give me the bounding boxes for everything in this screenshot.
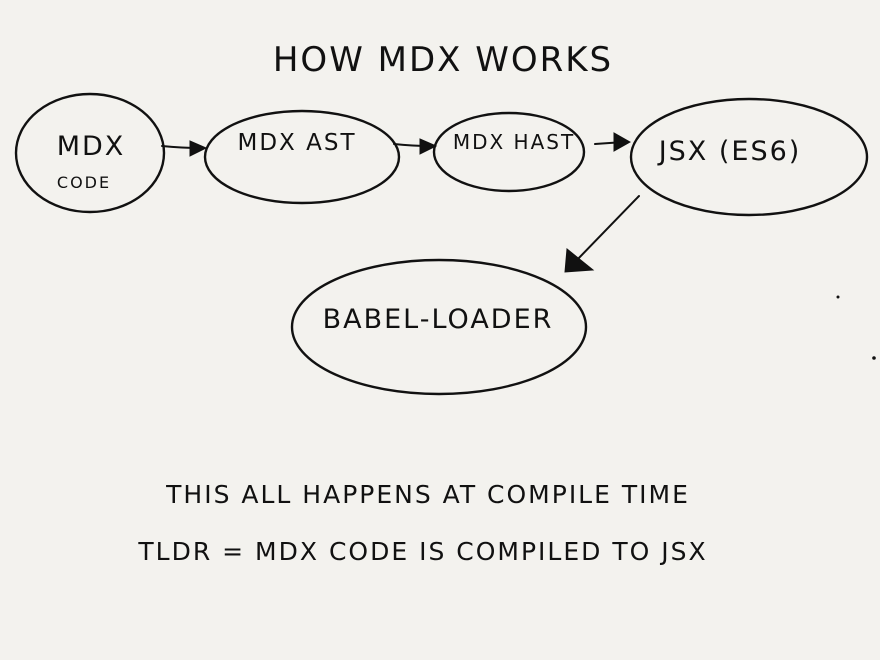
edge-mdx-hast-to-jsx	[594, 132, 632, 152]
node-mdx-code-sublabel: CODE	[57, 173, 111, 192]
edge-line	[574, 195, 640, 263]
node-mdx-ast-label: MDX AST	[237, 130, 356, 156]
node-mdx-hast-shape	[432, 111, 586, 193]
node-mdx-hast: MDX HAST	[432, 111, 586, 193]
node-mdx-code-label: MDX	[57, 131, 126, 162]
arrowhead-icon	[613, 132, 632, 152]
node-mdx-code-shape	[14, 92, 166, 214]
node-jsx-label: JSX (ES6)	[657, 136, 802, 167]
node-babel-loader-label: BABEL-LOADER	[323, 304, 554, 335]
node-jsx: JSX (ES6)	[629, 97, 869, 217]
node-jsx-shape	[629, 97, 869, 217]
node-babel-loader-shape	[290, 258, 588, 396]
node-babel-loader: BABEL-LOADER	[290, 258, 588, 396]
stray-dot	[872, 356, 876, 360]
arrowhead-icon	[564, 248, 595, 273]
edge-jsx-to-babel-loader	[564, 195, 640, 273]
note-tldr: TLDR = MDX CODE IS COMPILED TO JSX	[137, 537, 707, 566]
diagram-title: HOW MDX WORKS	[273, 40, 613, 80]
edge-mdx-ast-to-mdx-hast	[393, 138, 438, 155]
node-mdx-ast: MDX AST	[203, 109, 401, 205]
arrowhead-icon	[189, 140, 208, 157]
edge-mdx-code-to-mdx-ast	[161, 140, 208, 157]
stray-dot	[836, 295, 840, 299]
node-mdx-hast-label: MDX HAST	[453, 130, 575, 154]
arrowhead-icon	[419, 138, 438, 155]
note-compile-time: THIS ALL HAPPENS AT COMPILE TIME	[165, 480, 690, 509]
node-mdx-ast-shape	[203, 109, 401, 205]
node-mdx-code: MDX CODE	[14, 92, 166, 214]
